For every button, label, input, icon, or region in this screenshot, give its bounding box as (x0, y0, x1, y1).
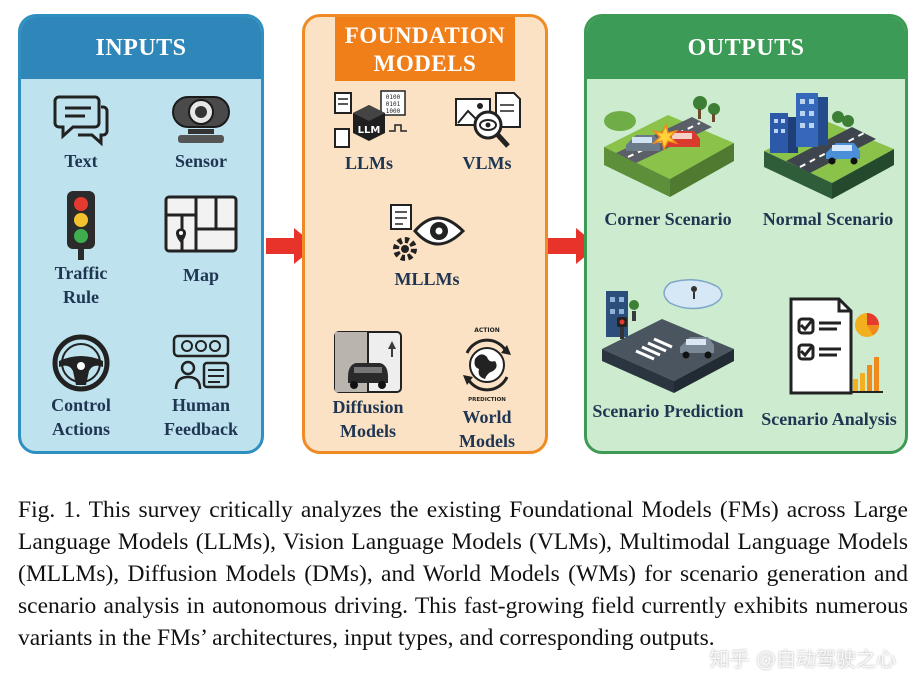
input-human-feedback-label: Human Feedback (164, 395, 238, 439)
prediction-text: PREDICTION (468, 397, 506, 403)
model-vlms-label: VLMs (462, 153, 512, 173)
corner-scenario-illustration (604, 96, 734, 197)
foundation-title: FOUNDATION MODELS (335, 17, 515, 81)
webcam-icon (172, 96, 230, 143)
input-sensor: Sensor (155, 89, 247, 173)
scenario-analysis-illustration (789, 297, 883, 395)
model-llms-label: LLMs (344, 153, 393, 173)
input-text: Text (35, 89, 127, 173)
output-scenario-analysis: Scenario Analysis (753, 291, 905, 431)
output-corner-scenario: Corner Scenario (593, 87, 743, 231)
vlm-icon (455, 92, 521, 148)
scenario-prediction-illustration (602, 279, 734, 393)
output-corner-scenario-label: Corner Scenario (604, 209, 732, 229)
caption-text: Fig. 1. This survey critically analyzes … (18, 497, 908, 651)
feedback-icon (172, 334, 230, 390)
input-control-actions: Control Actions (35, 333, 127, 441)
outputs-title: OUTPUTS (587, 17, 905, 79)
binary-text-3: 1000 (386, 108, 401, 115)
model-mllms: MLLMs (367, 201, 487, 291)
output-scenario-prediction: Scenario Prediction (589, 277, 747, 423)
normal-scenario-illustration (764, 93, 894, 199)
traffic-light-icon (67, 191, 95, 260)
llm-icon: 0100 0101 1000 LLM (334, 90, 407, 148)
world-model-icon: ACTION PREDICTION (463, 327, 511, 403)
inputs-panel: INPUTS Text Sensor (18, 14, 264, 454)
binary-text-1: 0100 (386, 94, 401, 101)
inputs-title: INPUTS (21, 17, 261, 79)
diffusion-icon (334, 331, 402, 393)
llm-cube-text: LLM (358, 125, 381, 136)
input-text-label: Text (64, 151, 98, 171)
outputs-panel: OUTPUTS Corner Scenario (584, 14, 908, 454)
model-world: ACTION PREDICTION World Models (435, 325, 539, 451)
watermark-text: 知乎 @自动驾驶之心 (709, 647, 896, 671)
input-traffic-rule-label: Traffic Rule (54, 263, 108, 307)
figure-caption: Fig. 1. This survey critically analyzes … (18, 494, 908, 654)
input-sensor-label: Sensor (174, 151, 227, 171)
input-traffic-rule: Traffic Rule (35, 189, 127, 309)
action-text: ACTION (474, 327, 500, 334)
steering-wheel-icon (52, 334, 110, 392)
input-map-label: Map (183, 265, 219, 285)
input-control-actions-label: Control Actions (51, 395, 111, 439)
outputs-body: Corner Scenario (587, 79, 905, 451)
mllm-icon (390, 204, 466, 261)
output-normal-scenario: Normal Scenario (751, 87, 905, 231)
chat-icon (53, 95, 109, 147)
model-diffusion: Diffusion Models (315, 329, 421, 443)
output-scenario-analysis-label: Scenario Analysis (761, 409, 897, 429)
foundation-panel: FOUNDATION MODELS 0100 0101 1000 LLM LLM… (302, 14, 548, 454)
inputs-body: Text Sensor Traffic Rule (21, 79, 261, 451)
output-normal-scenario-label: Normal Scenario (762, 209, 894, 229)
model-llms: 0100 0101 1000 LLM LLMs (319, 89, 419, 175)
watermark: 知乎 @自动驾驶之心 (710, 643, 896, 672)
model-mllms-label: MLLMs (394, 269, 460, 289)
output-scenario-prediction-label: Scenario Prediction (592, 401, 744, 421)
binary-text-2: 0101 (386, 101, 401, 108)
model-world-label: World Models (459, 407, 515, 451)
model-diffusion-label: Diffusion Models (332, 397, 404, 441)
foundation-body: 0100 0101 1000 LLM LLMs (305, 79, 545, 451)
input-human-feedback: Human Feedback (155, 333, 247, 441)
input-map: Map (155, 193, 247, 287)
model-vlms: VLMs (437, 89, 537, 175)
map-icon (164, 195, 238, 253)
